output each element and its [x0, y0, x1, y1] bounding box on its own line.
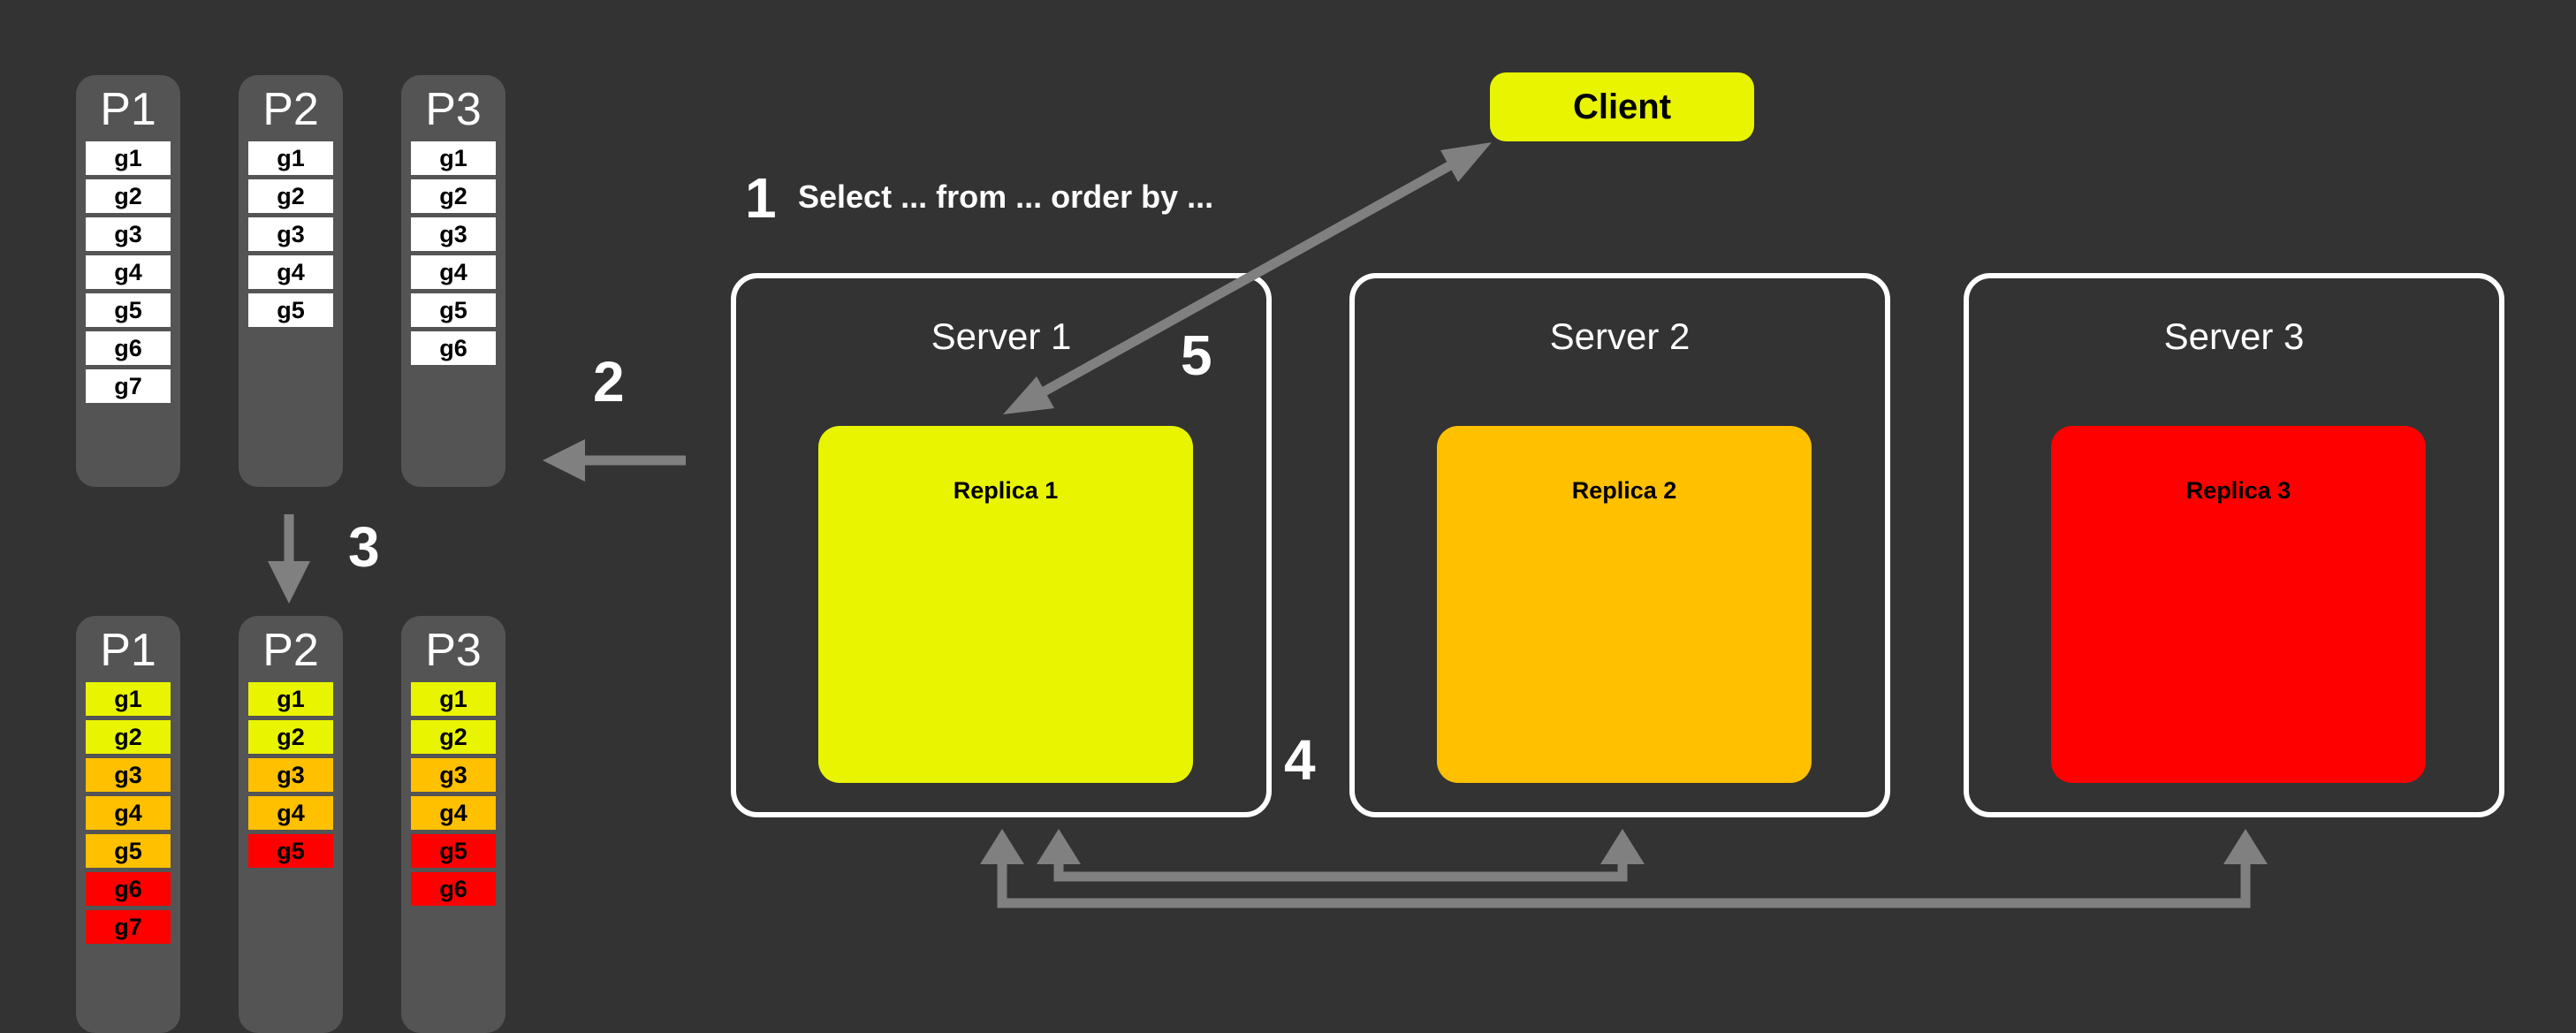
partition-cell: g6	[86, 872, 171, 906]
partition-cell: g5	[248, 293, 333, 327]
partition-cell: g3	[86, 217, 171, 251]
replica-box-2[interactable]: Replica 2	[1437, 426, 1812, 783]
partition-cell: g2	[411, 179, 496, 213]
partition-cell: g1	[86, 141, 171, 175]
partition-cell: g5	[248, 834, 333, 868]
partition-header: P3	[425, 84, 482, 135]
server-box-2[interactable]: Server 2 Replica 2	[1349, 273, 1890, 817]
step-number-4: 4	[1284, 728, 1316, 792]
partition-cells: g1 g2 g3 g4 g5 g6	[401, 141, 505, 365]
partition-cell: g7	[86, 910, 171, 944]
partition-cell: g1	[248, 141, 333, 175]
replica-box-3[interactable]: Replica 3	[2051, 426, 2426, 783]
partition-cell: g2	[411, 720, 496, 754]
server-box-1[interactable]: Server 1 Replica 1	[731, 273, 1272, 817]
partition-cell: g4	[248, 255, 333, 289]
partition-cell: g7	[86, 369, 171, 403]
partition-cell: g3	[248, 758, 333, 792]
partition-column-top-p1: P1 g1 g2 g3 g4 g5 g6 g7	[76, 75, 180, 487]
step-number-3: 3	[348, 515, 380, 579]
partition-cell: g2	[248, 720, 333, 754]
partition-cell: g6	[411, 872, 496, 906]
arrow-step4-server3-to-server1	[980, 829, 2268, 908]
partition-cell: g6	[86, 331, 171, 365]
partition-cell: g4	[86, 255, 171, 289]
partition-cell: g5	[86, 834, 171, 868]
partition-cell: g1	[411, 682, 496, 716]
partition-cell: g2	[248, 179, 333, 213]
partition-column-bottom-p1: P1 g1 g2 g3 g4 g5 g6 g7	[76, 616, 180, 1033]
partition-cell: g3	[411, 758, 496, 792]
step-number-2: 2	[593, 350, 625, 414]
partition-cell: g5	[411, 834, 496, 868]
server-title: Server 2	[1549, 315, 1691, 357]
partition-cell: g1	[411, 141, 496, 175]
partition-column-top-p3: P3 g1 g2 g3 g4 g5 g6	[401, 75, 505, 487]
server-box-3[interactable]: Server 3 Replica 3	[1964, 273, 2504, 817]
partition-cells: g1 g2 g3 g4 g5	[239, 141, 343, 327]
partition-header: P3	[425, 625, 482, 676]
partition-cell: g3	[248, 217, 333, 251]
arrow-step2-left	[543, 439, 686, 482]
partition-cells: g1 g2 g3 g4 g5 g6 g7	[76, 682, 180, 944]
partition-header: P2	[262, 84, 319, 135]
partition-cell: g5	[86, 293, 171, 327]
partition-column-top-p2: P2 g1 g2 g3 g4 g5	[239, 75, 343, 487]
server-title: Server 1	[931, 315, 1072, 357]
client-box[interactable]: Client	[1490, 72, 1754, 141]
partition-cell: g5	[411, 293, 496, 327]
partition-cell: g4	[248, 796, 333, 830]
partition-cell: g2	[86, 720, 171, 754]
replica-label: Replica 1	[953, 477, 1059, 504]
partition-cell: g3	[411, 217, 496, 251]
arrow-step4-server2-to-server1	[1037, 829, 1645, 882]
replica-box-1[interactable]: Replica 1	[818, 426, 1193, 783]
partition-cells: g1 g2 g3 g4 g5 g6	[401, 682, 505, 906]
replica-label: Replica 3	[2185, 477, 2291, 504]
partition-cell: g2	[86, 179, 171, 213]
replica-label: Replica 2	[1571, 477, 1677, 504]
partition-cell: g1	[248, 682, 333, 716]
partition-cell: g6	[411, 331, 496, 365]
partition-cell: g4	[411, 796, 496, 830]
partition-cell: g3	[86, 758, 171, 792]
partition-cells: g1 g2 g3 g4 g5 g6 g7	[76, 141, 180, 403]
partition-header: P2	[262, 625, 319, 676]
partition-cell: g4	[86, 796, 171, 830]
partition-cell: g1	[86, 682, 171, 716]
step-number-1: 1	[745, 166, 777, 230]
partition-cell: g4	[411, 255, 496, 289]
server-title: Server 3	[2163, 315, 2305, 357]
partition-column-bottom-p2: P2 g1 g2 g3 g4 g5	[239, 616, 343, 1033]
partition-column-bottom-p3: P3 g1 g2 g3 g4 g5 g6	[401, 616, 505, 1033]
client-label: Client	[1572, 87, 1672, 126]
partition-cells: g1 g2 g3 g4 g5	[239, 682, 343, 868]
partition-header: P1	[100, 625, 156, 676]
query-text: Select ... from ... order by ...	[798, 178, 1214, 215]
partition-header: P1	[100, 84, 156, 135]
arrow-step3-down	[268, 514, 310, 604]
